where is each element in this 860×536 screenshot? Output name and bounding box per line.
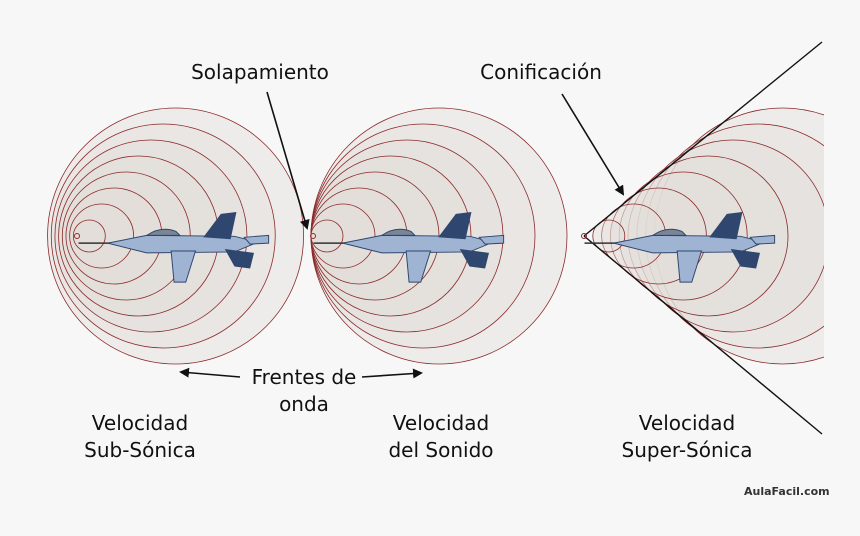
mach-cone-upper-line — [583, 41, 823, 237]
source-point — [310, 233, 316, 239]
overlap-label: Solapamiento — [191, 60, 329, 84]
wavefronts-label: Frentes de onda — [239, 364, 369, 418]
wavefronts-label-line2: onda — [279, 392, 329, 416]
subsonic-caption-line2: Sub-Sónica — [84, 438, 196, 462]
sonic-caption-line1: Velocidad — [392, 411, 490, 435]
wavefronts-label-line1: Frentes de — [251, 365, 357, 389]
wavefront-left-arrow-icon — [179, 367, 241, 378]
mach-cone — [583, 41, 823, 435]
subsonic-caption-line1: Velocidad — [91, 411, 189, 435]
sonic-caption: Velocidad del Sonido — [361, 410, 521, 464]
supersonic-caption-line1: Velocidad — [638, 411, 736, 435]
overlap-arrow-icon — [266, 91, 310, 230]
wavefront-circle — [69, 203, 135, 269]
brand-logo: AulaFacil.com — [744, 485, 830, 498]
source-point — [74, 233, 80, 239]
mach-cone-lower-line — [583, 235, 823, 435]
wavefront-right-arrow-icon — [361, 368, 423, 379]
coning-label: Conificación — [480, 60, 602, 84]
source-point — [581, 233, 587, 239]
subsonic-caption: Velocidad Sub-Sónica — [60, 410, 220, 464]
coning-arrow-icon — [561, 93, 625, 196]
supersonic-caption-line2: Super-Sónica — [621, 438, 753, 462]
supersonic-caption: Velocidad Super-Sónica — [602, 410, 772, 464]
sonic-caption-line2: del Sonido — [388, 438, 494, 462]
wavefront-circle — [72, 219, 106, 253]
